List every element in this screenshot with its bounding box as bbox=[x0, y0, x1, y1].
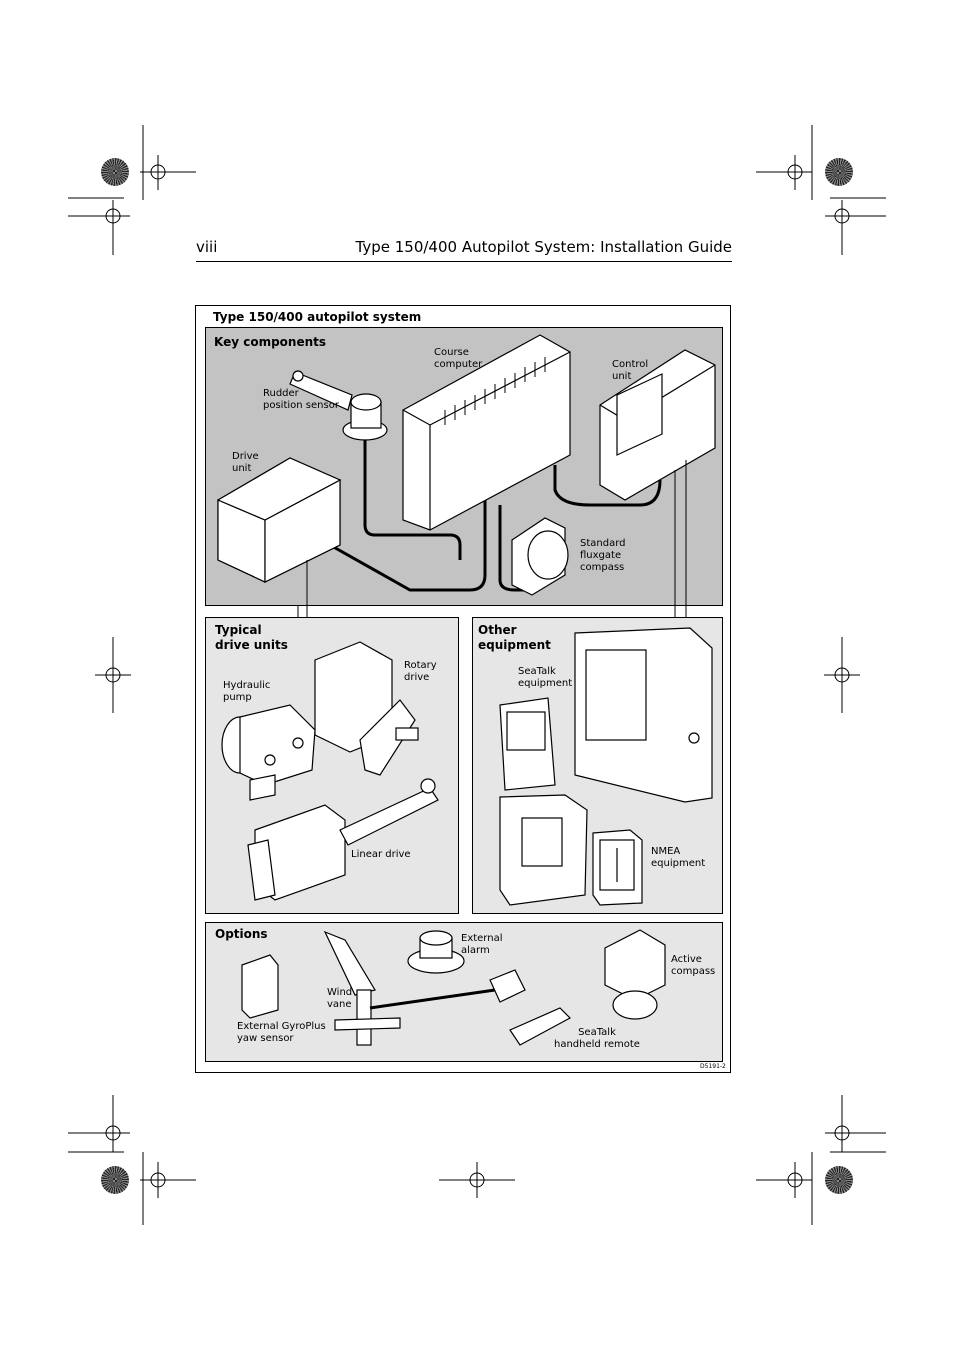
figure-title: Type 150/400 autopilot system bbox=[213, 310, 422, 324]
page-number: viii bbox=[196, 238, 218, 256]
drive-units-heading: Typical drive units bbox=[215, 623, 288, 652]
rotary-drive-label: Rotary drive bbox=[404, 660, 437, 683]
wind-vane-label: Wind vane bbox=[327, 987, 353, 1010]
seatalk-equipment-label: SeaTalk equipment bbox=[518, 666, 573, 689]
fluxgate-label: Standard fluxgate compass bbox=[580, 538, 626, 573]
color-disc-icon bbox=[825, 158, 853, 186]
options-heading: Options bbox=[215, 927, 268, 941]
drive-unit-label: Drive unit bbox=[232, 451, 259, 474]
handheld-remote-label: SeaTalk handheld remote bbox=[554, 1027, 640, 1050]
other-equipment-heading: Other equipment bbox=[478, 623, 551, 652]
gyroplus-label: External GyroPlus yaw sensor bbox=[237, 1021, 326, 1044]
figure-frame: Type 150/400 autopilot system bbox=[195, 305, 731, 1073]
rudder-sensor-label: Rudder position sensor bbox=[263, 388, 339, 411]
linear-drive-label: Linear drive bbox=[351, 849, 411, 860]
course-computer-label: Course computer bbox=[434, 347, 483, 370]
color-disc-icon bbox=[825, 1166, 853, 1194]
active-compass-label: Active compass bbox=[671, 954, 716, 977]
control-unit-label: Control unit bbox=[612, 359, 649, 382]
nmea-equipment-label: NMEA equipment bbox=[651, 846, 706, 869]
color-disc-icon bbox=[101, 158, 129, 186]
header-rule bbox=[196, 261, 732, 262]
running-title: Type 150/400 Autopilot System: Installat… bbox=[355, 238, 732, 256]
figure-code: D5191-2 bbox=[700, 1063, 726, 1070]
hydraulic-pump-label: Hydraulic pump bbox=[223, 680, 271, 703]
key-components-heading: Key components bbox=[214, 335, 327, 349]
color-disc-icon bbox=[101, 1166, 129, 1194]
external-alarm-label: External alarm bbox=[461, 933, 503, 956]
